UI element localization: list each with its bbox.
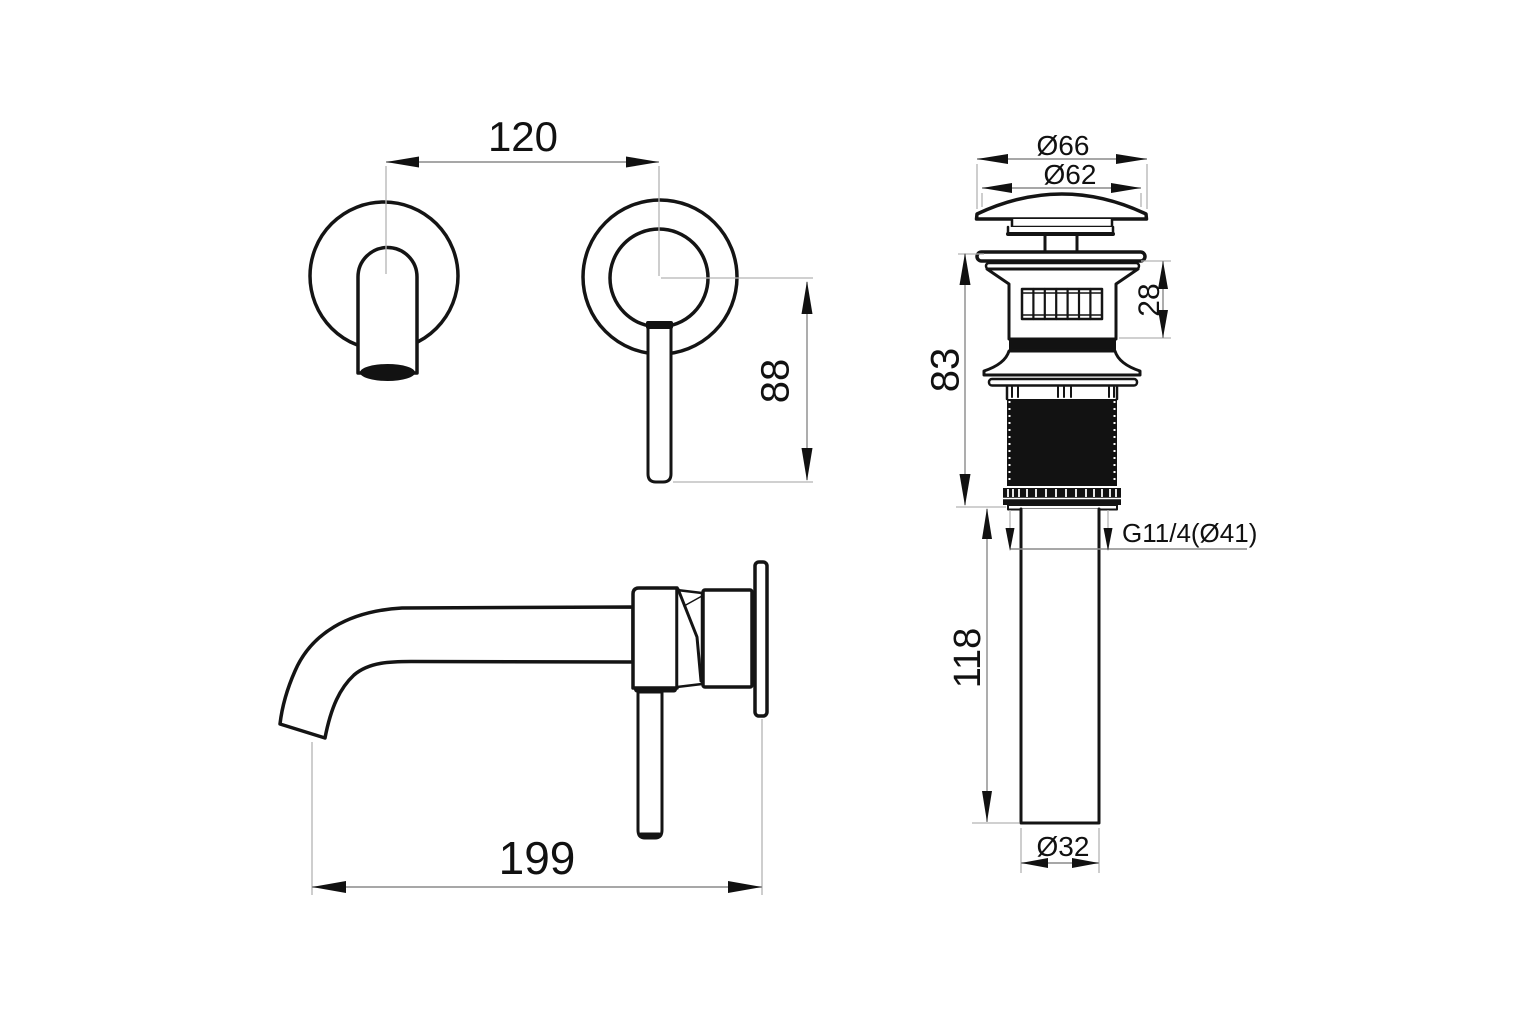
valve-body-side: [631, 586, 679, 690]
dim-label-thread: G11/4(Ø41): [1122, 518, 1257, 548]
handle-cone-hairline: [683, 595, 703, 607]
slot-grid-frame: [1020, 287, 1104, 321]
popup-drain-view: [974, 192, 1149, 825]
drain-top-flange: [975, 250, 1147, 263]
arrowhead: [1021, 858, 1048, 868]
arrowhead: [801, 281, 813, 314]
spout-side: [278, 605, 635, 740]
dim-label-upper-height: 83: [924, 348, 968, 393]
arrowhead: [1103, 528, 1113, 551]
escutcheon-barrel-side: [701, 588, 754, 689]
side-view: [278, 560, 769, 840]
locknut-bottom-body: [1003, 488, 1121, 505]
locknut-top: [1005, 384, 1119, 401]
handle-side: [636, 690, 664, 840]
dim-label-tailpipe-diameter: Ø32: [1037, 831, 1090, 862]
arrowhead: [1111, 183, 1141, 193]
cap-stem-plate-upper: [1010, 217, 1114, 229]
drain-cap-dome: [974, 192, 1149, 221]
dim-label-tailpipe-length: 118: [947, 628, 989, 689]
drain-seal-washer-bottom: [987, 377, 1139, 387]
threaded-section: [1007, 399, 1117, 486]
arrowhead: [312, 881, 346, 893]
handle-front: [646, 324, 673, 484]
dim-label-spout-projection: 199: [499, 832, 576, 884]
tailpipe: [1019, 507, 1101, 825]
arrowhead: [1158, 310, 1168, 338]
wall-plate-side: [753, 560, 769, 718]
dim-label-cap-top: Ø62: [1044, 159, 1097, 190]
arrowhead: [977, 154, 1008, 164]
arrowhead: [959, 474, 971, 506]
front-view: [308, 198, 739, 484]
arrowhead: [728, 881, 762, 893]
arrowhead: [1005, 528, 1015, 551]
locknut-chamfer: [1007, 504, 1118, 511]
locknut-bottom: [1003, 488, 1121, 511]
thread-band-upper: [1009, 339, 1116, 351]
dim-label-center-distance: 120: [488, 113, 558, 160]
overflow-slot-grid: [1020, 287, 1104, 321]
arrowhead: [1116, 154, 1147, 164]
handle-base-band: [646, 321, 673, 329]
arrowhead: [1072, 858, 1099, 868]
arrowhead: [982, 791, 992, 822]
dim-label-cap-outer: Ø66: [1037, 130, 1090, 161]
drain-skirt-flange: [982, 349, 1142, 377]
arrowhead: [982, 508, 992, 539]
arrowhead: [959, 253, 971, 285]
arrowhead: [801, 448, 813, 481]
arrowhead: [1158, 261, 1168, 289]
spout-outlet: [360, 364, 415, 381]
spout-front: [356, 245, 419, 375]
arrowhead: [626, 156, 659, 168]
dim-label-body-height: 28: [1133, 283, 1166, 316]
dim-label-handle-drop: 88: [754, 359, 798, 404]
locknut-bottom-knurling: [1007, 489, 1117, 497]
arrowhead: [386, 156, 419, 168]
arrowhead: [982, 183, 1012, 193]
dimensions: 120 88 199 Ø66 Ø62 83: [311, 113, 1257, 895]
